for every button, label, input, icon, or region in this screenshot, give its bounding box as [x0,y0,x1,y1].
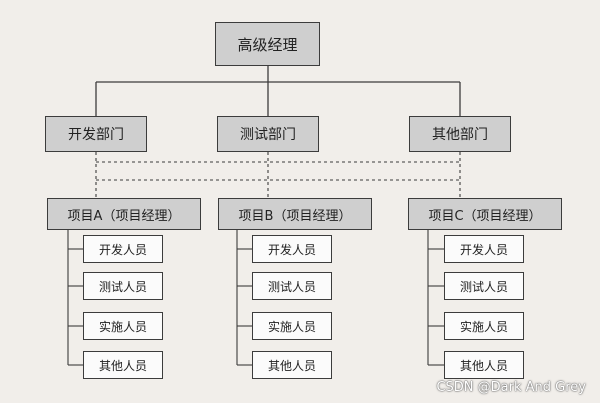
staff-label: 测试人员 [267,279,316,294]
project-c-staff-dev: 开发人员 [444,235,524,263]
project-c-staff-test: 测试人员 [444,272,524,300]
project-a-staff-test: 测试人员 [83,272,163,300]
project-c-box: 项目C（项目经理） [408,198,562,230]
project-a-box: 项目A（项目经理） [47,198,201,230]
senior-manager-box: 高级经理 [215,22,320,66]
project-b-staff-impl: 实施人员 [252,312,332,340]
project-b-staff-dev: 开发人员 [252,235,332,263]
project-b-label: 项目B（项目经理） [238,208,352,224]
project-a-label: 项目A（项目经理） [67,208,181,224]
staff-label: 开发人员 [267,242,316,257]
project-c-label: 项目C（项目经理） [428,208,542,224]
dept-other-label: 其他部门 [432,127,488,143]
staff-label: 其他人员 [98,358,147,373]
csdn-watermark: CSDN @Dark And Grey [436,380,586,395]
project-a-staff-other: 其他人员 [83,351,163,379]
project-c-staff-other: 其他人员 [444,351,524,379]
project-b-staff-other: 其他人员 [252,351,332,379]
project-a-staff-impl: 实施人员 [83,312,163,340]
senior-manager-label: 高级经理 [237,35,298,54]
staff-label: 实施人员 [98,319,147,334]
dept-test-box: 测试部门 [217,116,319,152]
dept-test-label: 测试部门 [240,127,296,143]
staff-label: 实施人员 [267,319,316,334]
staff-label: 其他人员 [459,358,508,373]
dept-dev-label: 开发部门 [68,127,124,143]
project-c-staff-impl: 实施人员 [444,312,524,340]
staff-label: 开发人员 [98,242,147,257]
dept-dev-box: 开发部门 [45,116,147,152]
staff-label: 开发人员 [459,242,508,257]
staff-label: 测试人员 [98,279,147,294]
dept-other-box: 其他部门 [409,116,511,152]
staff-label: 测试人员 [459,279,508,294]
staff-label: 实施人员 [459,319,508,334]
project-a-staff-dev: 开发人员 [83,235,163,263]
project-b-staff-test: 测试人员 [252,272,332,300]
project-b-box: 项目B（项目经理） [218,198,372,230]
staff-label: 其他人员 [267,358,316,373]
